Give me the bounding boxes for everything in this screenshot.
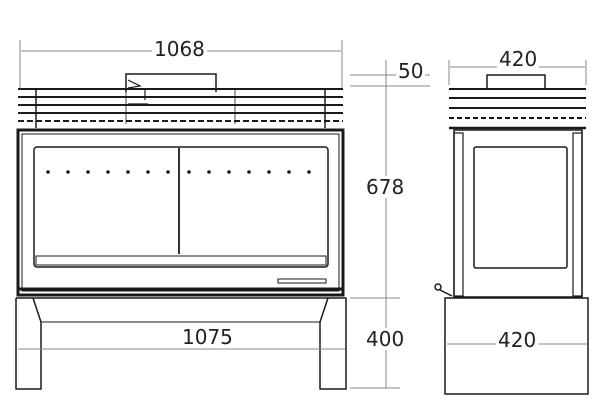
dim-top-vent-height: 50: [396, 59, 426, 83]
side-base: [444, 297, 589, 395]
side-dimension-lines: [447, 60, 587, 345]
top-vent-slats: [18, 88, 343, 128]
stove-body: [16, 128, 345, 297]
dim-base-width: 1075: [180, 325, 235, 349]
dim-front-top-width: 1068: [152, 37, 207, 61]
dim-side-top-width: 420: [497, 47, 540, 71]
side-window: [473, 146, 568, 269]
air-holes: [46, 170, 311, 174]
base-stand: [15, 297, 347, 390]
front-view: [15, 73, 347, 390]
dim-base-height: 400: [364, 327, 407, 351]
side-view: [434, 74, 589, 395]
dim-body-height: 678: [364, 175, 407, 199]
dim-side-base-width: 420: [496, 328, 539, 352]
glass-door: [33, 146, 329, 268]
